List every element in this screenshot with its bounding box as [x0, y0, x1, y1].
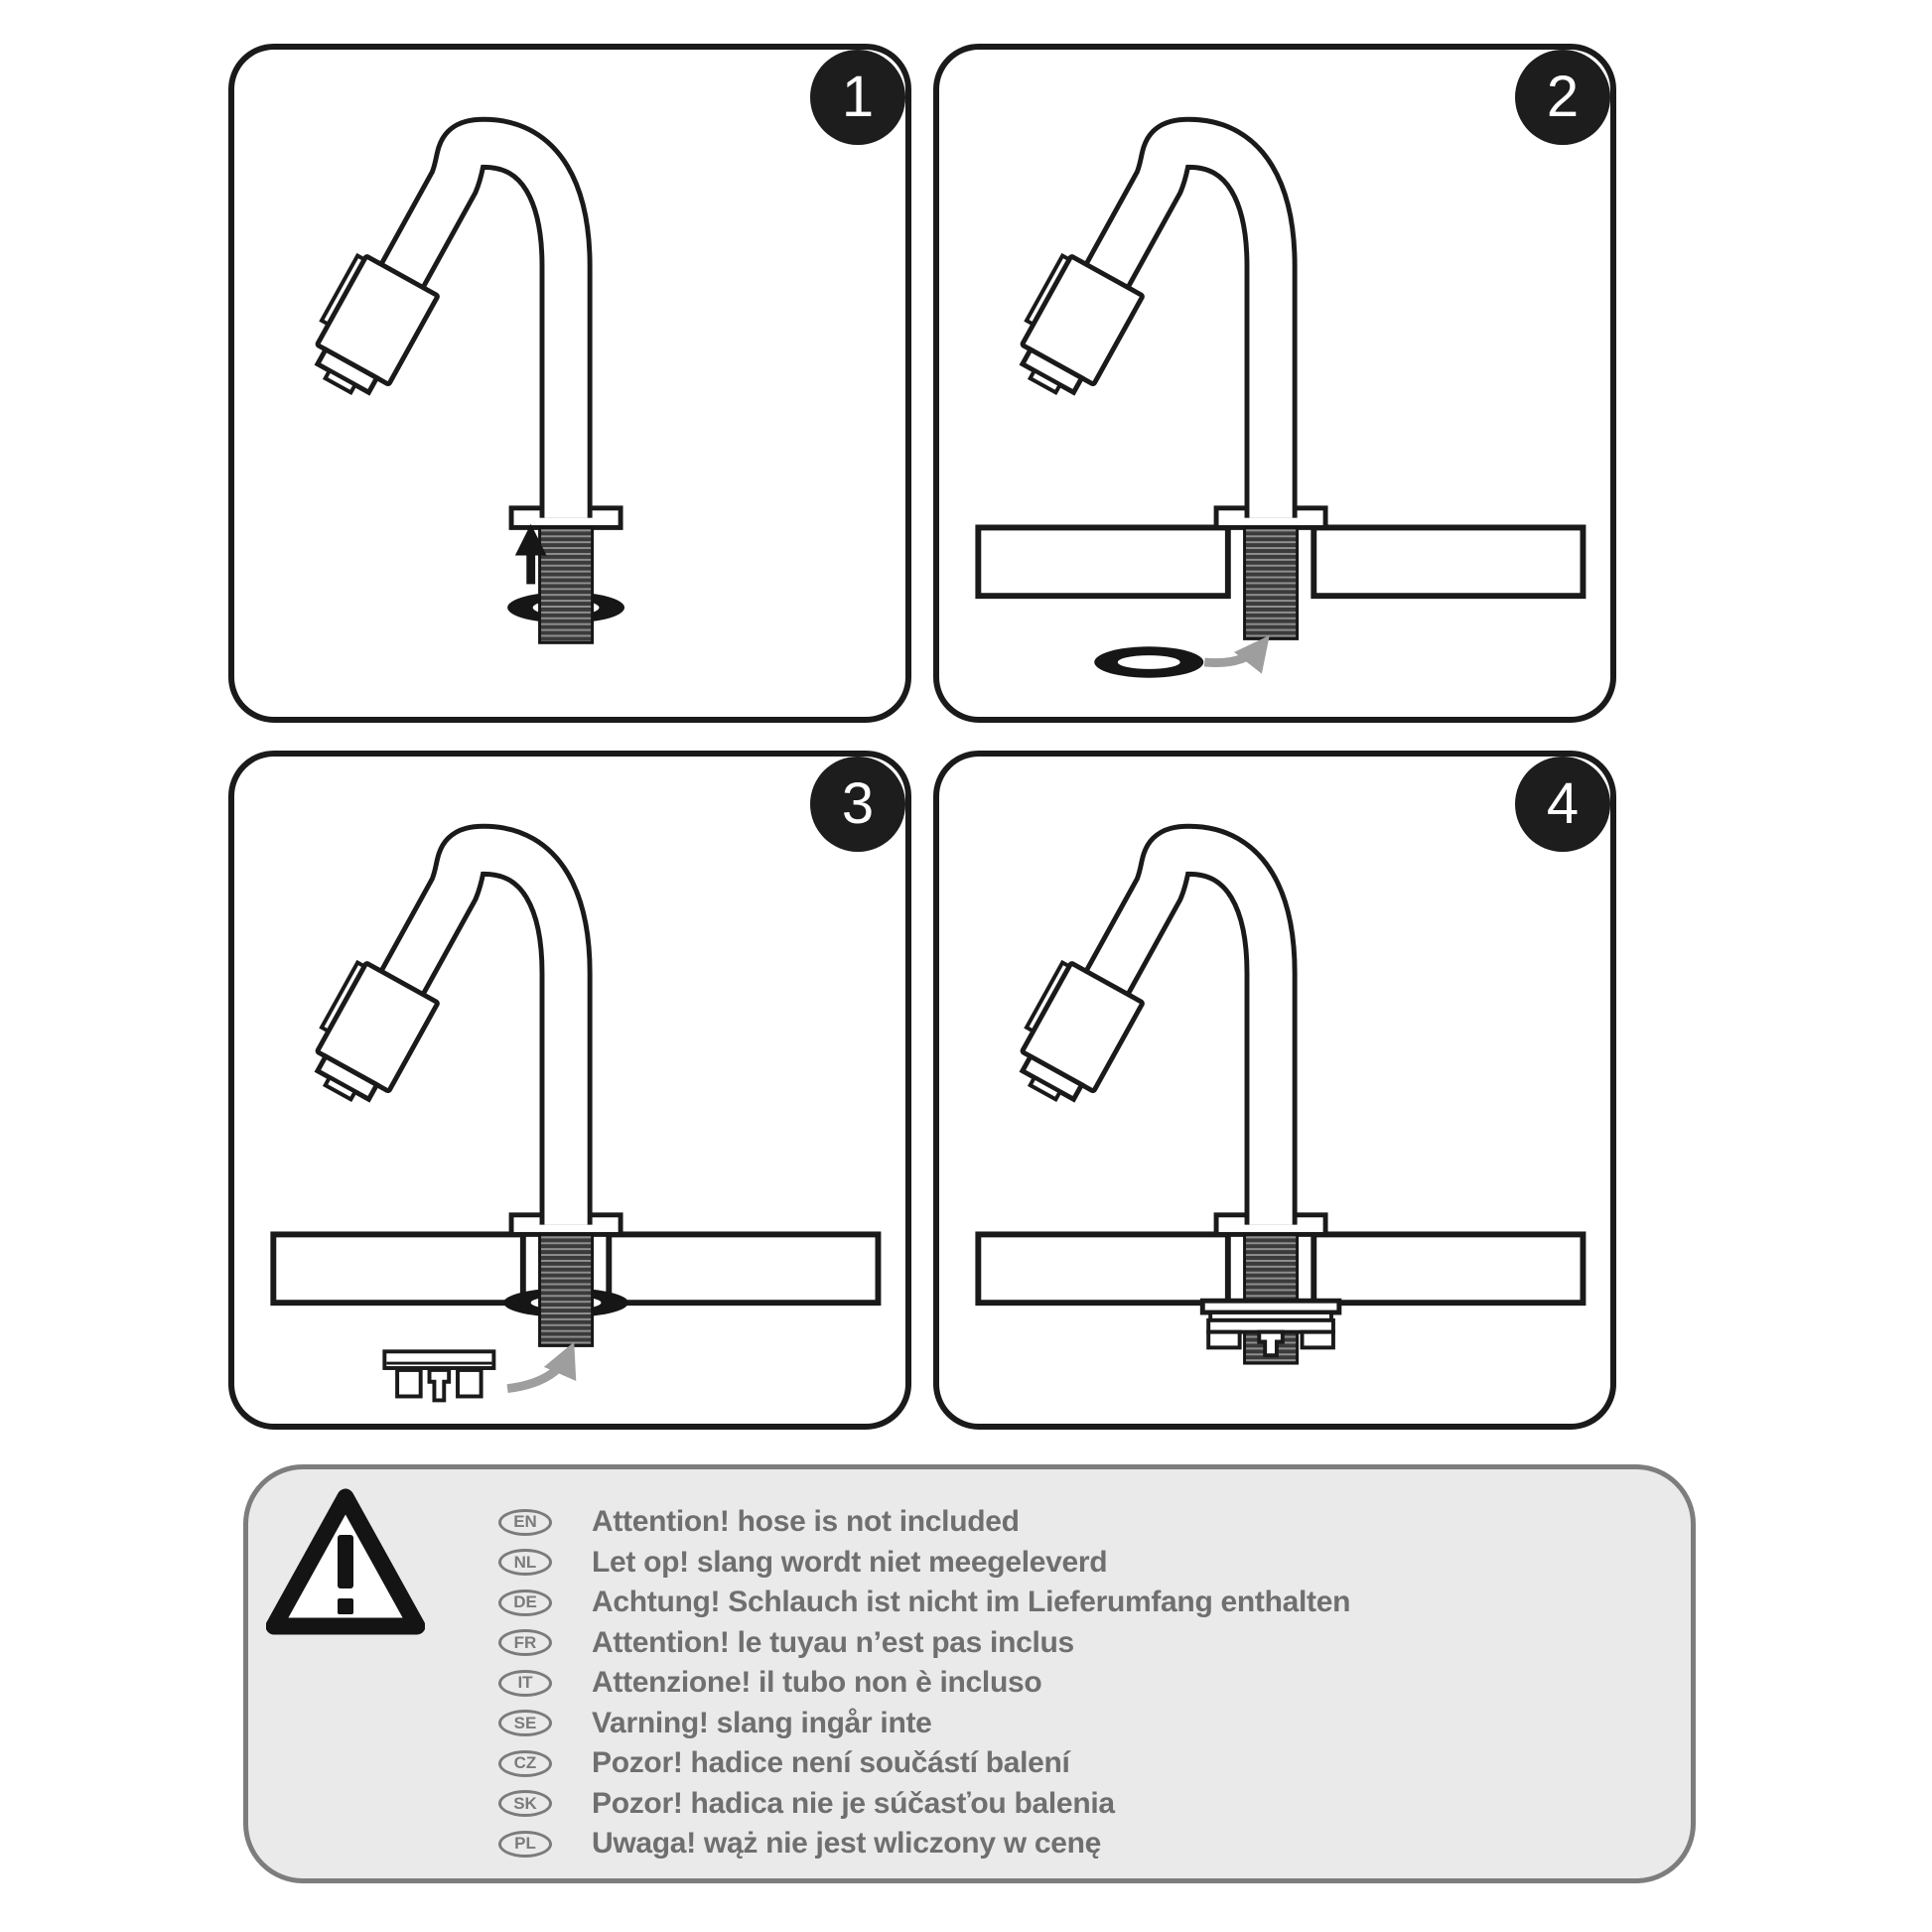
- step-panel-2: 2: [933, 44, 1616, 723]
- step-panel-4: 4: [933, 751, 1616, 1430]
- warning-row-nl: NL Let op! slang wordt niet meegeleverd: [498, 1543, 1350, 1584]
- step-number-badge: 2: [1515, 50, 1610, 145]
- language-code-badge: FR: [498, 1629, 552, 1657]
- warning-row-en: EN Attention! hose is not included: [498, 1502, 1350, 1543]
- warning-row-cz: CZ Pozor! hadice není součástí balení: [498, 1743, 1350, 1784]
- rubber-washer: [1094, 646, 1204, 678]
- curved-arrow-icon: [506, 1341, 577, 1394]
- locknut-assembly: [1199, 1298, 1342, 1358]
- threaded-shank: [538, 1232, 595, 1347]
- warning-text: Pozor! hadica nie je súčasťou balenia: [592, 1786, 1115, 1820]
- warning-row-it: IT Attenzione! il tubo non è incluso: [498, 1663, 1350, 1704]
- step-panel-3: 3: [228, 751, 911, 1430]
- step-panel-1: 1: [228, 44, 911, 723]
- warning-panel: EN Attention! hose is not included NL Le…: [243, 1464, 1696, 1883]
- step3-illustration: [234, 757, 905, 1403]
- step-number-badge: 1: [810, 50, 905, 145]
- warning-text: Achtung! Schlauch ist nicht im Lieferumf…: [592, 1586, 1351, 1619]
- warning-text: Let op! slang wordt niet meegeleverd: [592, 1545, 1108, 1579]
- warning-row-se: SE Varning! slang ingår inte: [498, 1704, 1350, 1744]
- faucet-illustration: [1003, 143, 1325, 527]
- warning-text: Varning! slang ingår inte: [592, 1706, 932, 1739]
- warning-row-pl: PL Uwaga! wąż nie jest wliczony w cenę: [498, 1824, 1350, 1864]
- step-number-badge: 3: [810, 757, 905, 852]
- warning-text: Attention! le tuyau n’est pas inclus: [592, 1625, 1074, 1659]
- language-code-badge: PL: [498, 1830, 552, 1858]
- step2-illustration: [939, 50, 1610, 678]
- threaded-shank: [538, 525, 595, 644]
- warning-text: Attention! hose is not included: [592, 1505, 1020, 1539]
- warning-row-sk: SK Pozor! hadica nie je súčasťou balenia: [498, 1784, 1350, 1825]
- warning-row-de: DE Achtung! Schlauch ist nicht im Liefer…: [498, 1583, 1350, 1623]
- step1-illustration: [234, 50, 905, 644]
- step4-illustration: [939, 757, 1610, 1365]
- faucet-illustration: [1003, 850, 1325, 1234]
- language-code-badge: NL: [498, 1549, 552, 1577]
- mounting-nut: [382, 1349, 496, 1403]
- language-code-badge: SE: [498, 1710, 552, 1737]
- step-number-badge: 4: [1515, 757, 1610, 852]
- threaded-shank: [1243, 525, 1300, 640]
- warning-text: Pozor! hadice není součástí balení: [592, 1746, 1070, 1780]
- language-code-badge: SK: [498, 1790, 552, 1818]
- warning-text: Uwaga! wąż nie jest wliczony w cenę: [592, 1827, 1101, 1861]
- language-code-badge: CZ: [498, 1749, 552, 1777]
- warning-text: Attenzione! il tubo non è incluso: [592, 1666, 1042, 1700]
- language-code-badge: IT: [498, 1669, 552, 1697]
- warning-triangle-icon: [266, 1488, 425, 1635]
- warning-row-fr: FR Attention! le tuyau n’est pas inclus: [498, 1623, 1350, 1664]
- language-code-badge: DE: [498, 1588, 552, 1616]
- faucet-illustration: [298, 143, 621, 527]
- language-code-badge: EN: [498, 1508, 552, 1536]
- warning-language-list: EN Attention! hose is not included NL Le…: [498, 1502, 1350, 1864]
- curved-arrow-icon: [1203, 634, 1270, 674]
- faucet-illustration: [298, 850, 621, 1234]
